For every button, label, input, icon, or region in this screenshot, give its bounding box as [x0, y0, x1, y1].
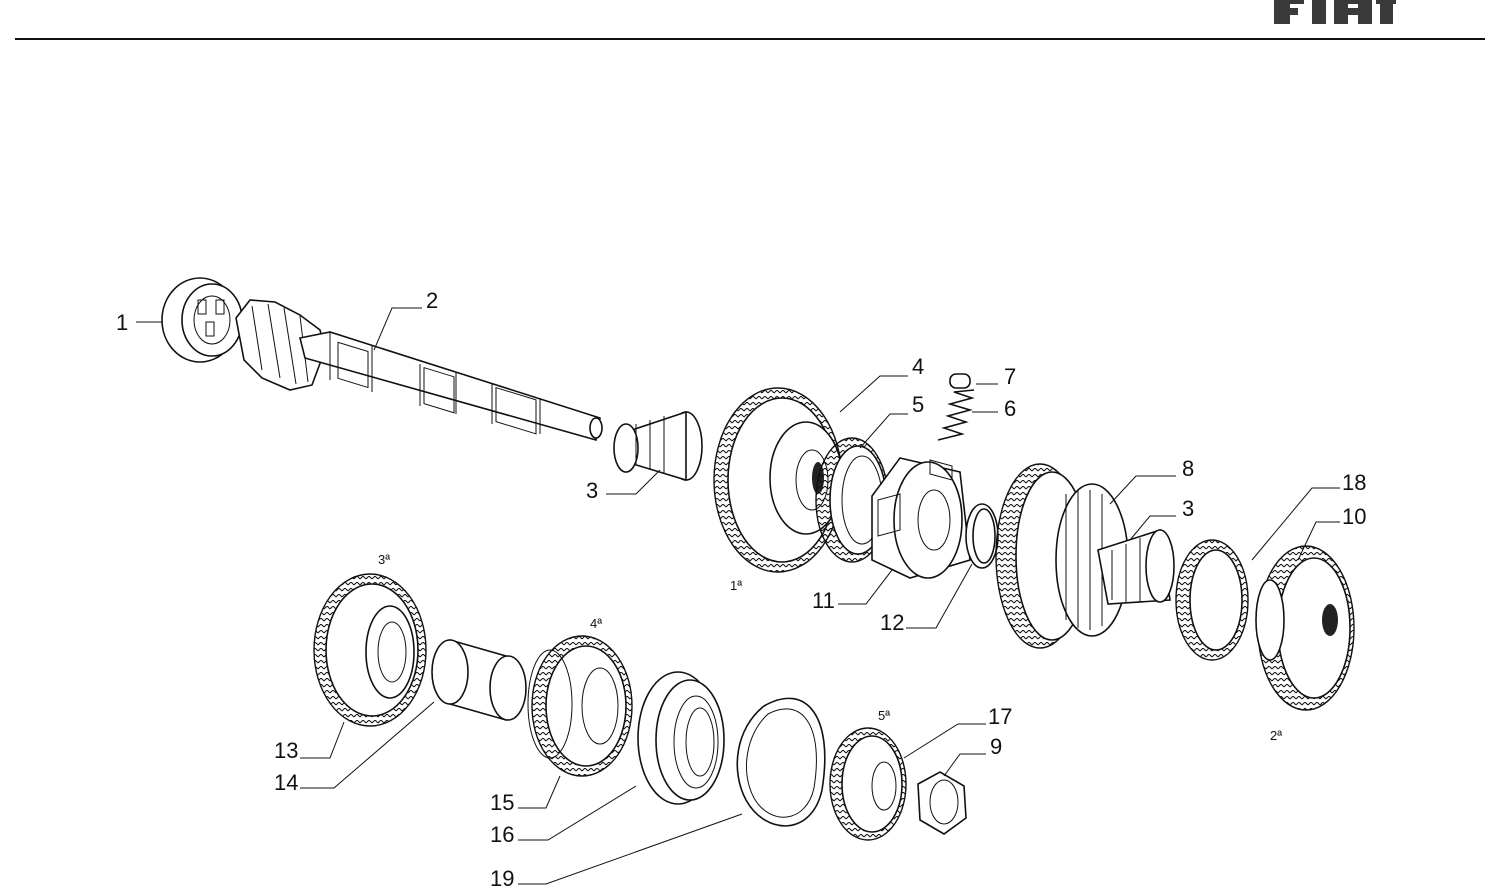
part-10-second-gear	[1255, 545, 1355, 711]
callout-18: 18	[1342, 470, 1366, 495]
gear-label-1st: 1ª	[730, 578, 742, 593]
callout-4: 4	[912, 354, 924, 379]
part-12-circlip	[965, 503, 999, 569]
gear-label-5th: 5ª	[878, 708, 890, 723]
callout-19: 19	[490, 866, 514, 891]
callout-labels: 1 2 3 4 5 6 7 3 8 18 10 11 12 13 14 15 1…	[116, 288, 1366, 891]
callout-3-upper: 3	[586, 478, 598, 503]
callout-8: 8	[1182, 456, 1194, 481]
callout-16: 16	[490, 822, 514, 847]
part-16-ball-bearing	[637, 671, 725, 805]
gear-labels: 1ª 2ª 3ª 4ª 5ª	[378, 552, 1282, 743]
gear-label-2nd: 2ª	[1270, 728, 1282, 743]
part-13-third-gear	[313, 573, 427, 727]
callout-7: 7	[1004, 364, 1016, 389]
part-7-plunger	[949, 373, 971, 389]
header-divider	[15, 38, 1485, 40]
callout-12: 12	[880, 610, 904, 635]
part-15-fourth-gear	[527, 635, 633, 777]
part-11-synchro-hub	[871, 457, 971, 579]
part-17-fifth-gear	[829, 727, 907, 841]
callout-11: 11	[812, 588, 835, 613]
part-3-needle-cage-upper	[613, 410, 703, 482]
callout-15: 15	[490, 790, 514, 815]
part-14-bushing	[431, 638, 527, 722]
part-18-synchro-ring	[1175, 539, 1249, 661]
part-4-first-gear	[713, 387, 843, 573]
part-6-spring	[937, 389, 975, 441]
leader-lines	[136, 307, 1340, 885]
callout-3-lower: 3	[1182, 496, 1194, 521]
callout-13: 13	[274, 738, 298, 763]
callout-17: 17	[988, 704, 1012, 729]
gear-label-3rd: 3ª	[378, 552, 390, 567]
callout-6: 6	[1004, 396, 1016, 421]
gear-label-4th: 4ª	[590, 616, 602, 631]
part-9-nut	[917, 771, 967, 835]
callout-14: 14	[274, 770, 298, 795]
part-3-needle-cage-lower	[1097, 528, 1175, 605]
part-2-shaft	[235, 299, 603, 442]
part-1-bearing	[161, 277, 243, 363]
callout-10: 10	[1342, 504, 1366, 529]
callout-5: 5	[912, 392, 924, 417]
callout-2: 2	[426, 288, 438, 313]
part-19-snap-ring	[736, 697, 826, 827]
callout-9: 9	[990, 734, 1002, 759]
fiat-logo	[1274, 0, 1396, 24]
callout-1: 1	[116, 310, 128, 335]
